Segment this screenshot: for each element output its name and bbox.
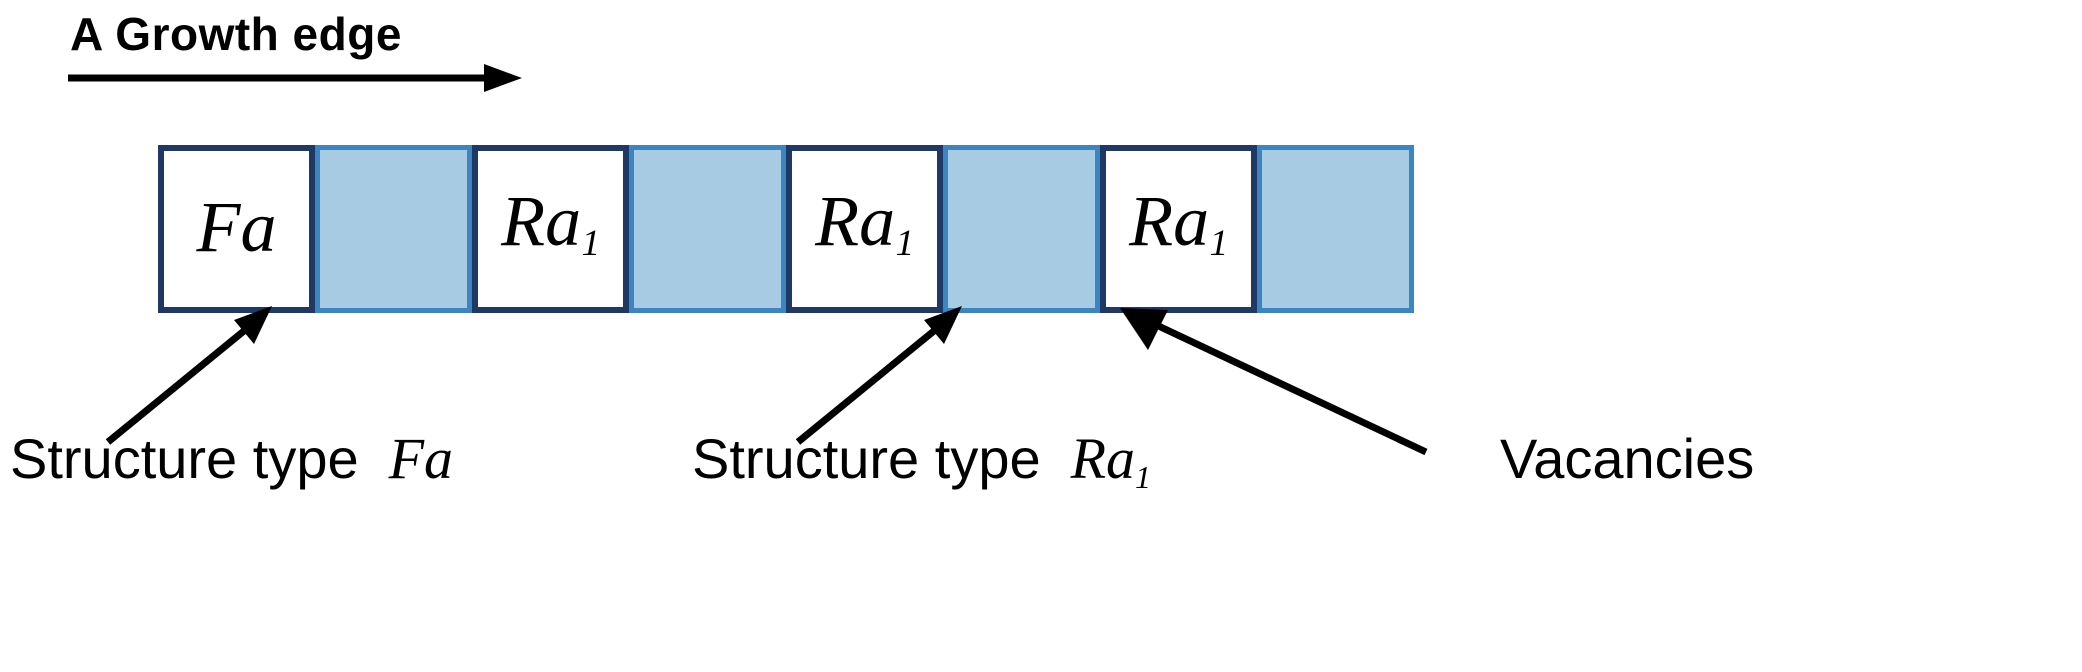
structure-cell: Fa — [158, 145, 315, 313]
cell-label: Ra1 — [815, 180, 915, 264]
structure-cell: Ra1 — [472, 145, 629, 313]
cell-label: Fa — [196, 187, 277, 267]
annotation-text: Structure type — [692, 427, 1041, 490]
structure-cell: Ra1 — [1100, 145, 1257, 313]
vacancy-cell — [629, 145, 786, 313]
cell-label-subscript: 1 — [1209, 222, 1229, 264]
annotation-structure-type-fa: Structure type Fa — [10, 428, 453, 490]
vacancy-cell — [943, 145, 1100, 313]
page-title: A Growth edge — [70, 8, 402, 60]
annotation-text: Structure type — [10, 427, 359, 490]
cell-chain: Fa Ra1 Ra1 Ra1 — [158, 145, 1414, 313]
vacancy-cell — [315, 145, 472, 313]
structure-cell: Ra1 — [786, 145, 943, 313]
annotation-text: Vacancies — [1500, 427, 1755, 490]
annotation-math-label: Ra1 — [1070, 426, 1151, 495]
cell-label-subscript: 1 — [895, 222, 915, 264]
right-arrow-icon — [68, 64, 522, 92]
annotation-structure-type-ra1: Structure type Ra1 — [692, 428, 1151, 499]
cell-label: Ra1 — [1129, 180, 1229, 264]
vacancy-cell — [1257, 145, 1414, 313]
annotation-vacancies: Vacancies — [1500, 428, 1754, 490]
annotation-math-label: Fa — [388, 426, 454, 491]
cell-label-subscript: 1 — [581, 222, 601, 264]
cell-label: Ra1 — [501, 180, 601, 264]
